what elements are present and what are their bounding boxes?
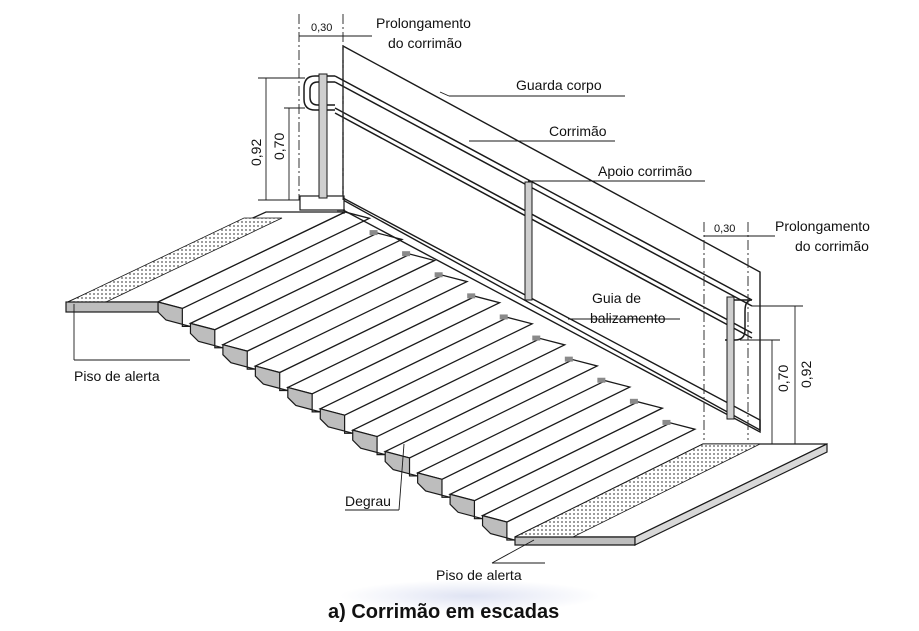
label-piso-alerta-bottom: Piso de alerta <box>436 567 522 583</box>
post-top <box>318 73 328 199</box>
handrail-upper-2 <box>334 81 753 307</box>
post-bottom <box>726 296 735 420</box>
label-prolongamento-right-1: Prolongamento <box>775 218 870 234</box>
figure-caption: a) Corrimão em escadas <box>328 601 559 623</box>
stair-nosing <box>499 314 508 320</box>
leader-degrau <box>398 443 405 511</box>
label-piso-alerta-left: Piso de alerta <box>74 368 160 384</box>
dim-030-right: 0,30 <box>714 223 735 235</box>
stair-nosing <box>662 419 671 425</box>
handrail-lower <box>334 107 753 334</box>
label-guia-2: balizamento <box>590 310 666 326</box>
stair-nosing <box>434 272 443 278</box>
stair-nosing <box>597 377 606 383</box>
dim-070-right: 0,70 <box>775 365 791 392</box>
handrail-top-return <box>303 75 335 111</box>
label-degrau: Degrau <box>345 493 391 509</box>
dim-092-right: 0,92 <box>798 361 814 388</box>
top-landing-edge <box>65 301 159 313</box>
leader-piso-bottom <box>491 539 535 564</box>
label-prolongamento-top-1: Prolongamento <box>376 15 471 31</box>
label-corrimao: Corrimão <box>549 123 607 139</box>
stair-nosing <box>564 356 573 362</box>
label-guia-1: Guia de <box>592 290 641 306</box>
post-middle <box>524 181 533 301</box>
staircase <box>156 209 697 541</box>
leader-guarda-tick <box>439 91 450 97</box>
handrail-upper <box>334 75 753 301</box>
stair-nosing <box>402 251 411 257</box>
stair-nosing <box>629 398 638 404</box>
label-apoio-corrimao: Apoio corrimão <box>598 163 692 179</box>
bottom-landing-side <box>634 443 828 546</box>
stair-nosing <box>369 230 378 236</box>
stair-nosing <box>467 293 476 299</box>
handrail-lower-2 <box>334 112 753 339</box>
label-guarda-corpo: Guarda corpo <box>516 77 602 93</box>
dim-070-left: 0,70 <box>271 133 287 160</box>
caption-glow <box>340 580 600 612</box>
handrail-top-return-inner <box>309 81 335 106</box>
label-prolongamento-right-2: do corrimão <box>795 238 869 254</box>
label-prolongamento-top-2: do corrimão <box>388 35 462 51</box>
stair-nosing <box>532 335 541 341</box>
dim-030-top: 0,30 <box>311 22 332 34</box>
dim-092-left: 0,92 <box>248 139 264 166</box>
